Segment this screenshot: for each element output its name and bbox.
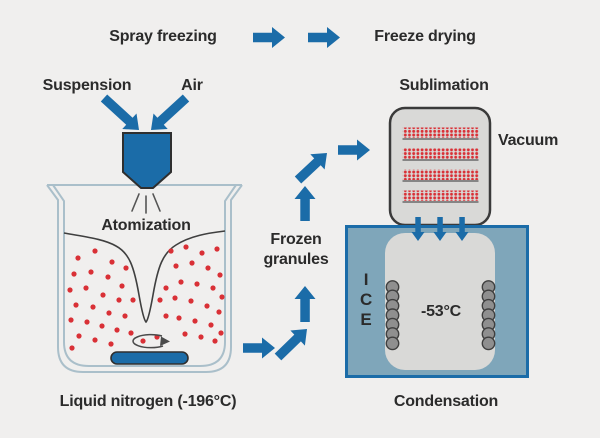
condenser-box <box>345 225 529 378</box>
beaker-outer-wall <box>46 184 243 373</box>
vacuum-label: Vacuum <box>498 132 559 149</box>
granules-up-arrow-1 <box>294 286 316 322</box>
atomization-label: Atomization <box>101 217 191 234</box>
condenser-arrow-1 <box>411 217 425 241</box>
granules-diag-arrow-1 <box>274 329 307 361</box>
beaker-inner-wall <box>52 184 237 367</box>
condenser-coil-right <box>481 280 496 351</box>
spray-lines <box>131 193 161 214</box>
stir-rotation-arrow <box>132 333 164 349</box>
condenser-temp-label: -53°C <box>420 303 462 320</box>
frozen-granules-line2: granules <box>263 251 329 268</box>
flow-step-freeze-drying: Freeze drying <box>374 28 476 45</box>
air-inlet-arrow <box>151 94 190 130</box>
frozen-granules-line1: Frozen <box>270 231 322 248</box>
stir-rotation-arrowhead <box>160 336 170 346</box>
ice-letter-i: I <box>363 270 369 289</box>
nozzle-icon <box>122 132 172 189</box>
beaker-out-arrow <box>243 337 275 359</box>
condenser-coil-left <box>385 280 400 351</box>
suspension-inlet-arrow <box>100 94 139 130</box>
flow-arrow-top-1 <box>253 27 285 48</box>
shelf-stack <box>402 127 479 203</box>
condenser-inner <box>385 233 495 370</box>
frozen-granules-label: Frozen granules <box>263 230 328 270</box>
condenser-arrow-2 <box>433 217 447 241</box>
ice-letter-e: E <box>360 310 372 329</box>
granules-diag-arrow-2 <box>294 153 327 184</box>
sublimation-chamber-body <box>388 106 492 227</box>
condenser-arrow-3 <box>455 217 469 241</box>
sublimation-label: Sublimation <box>399 77 489 94</box>
liquid-vortex-line <box>63 230 226 324</box>
liquid-nitrogen-label: Liquid nitrogen (-196°C) <box>59 393 237 410</box>
stir-bar <box>110 351 189 365</box>
spray-nozzle <box>122 132 172 214</box>
air-label: Air <box>181 77 203 94</box>
sublimation-chamber <box>388 106 492 227</box>
ice-label: I C E <box>360 270 372 330</box>
flow-arrow-top-2 <box>308 27 340 48</box>
suspension-label: Suspension <box>42 77 132 94</box>
ice-letter-c: C <box>359 290 373 309</box>
beaker <box>46 184 243 373</box>
flow-arrows <box>100 27 469 361</box>
frozen-droplets <box>67 244 225 351</box>
chamber-in-arrow <box>338 139 370 161</box>
flow-step-spray-freezing: Spray freezing <box>109 28 217 45</box>
condensation-label: Condensation <box>393 393 499 410</box>
granules-up-arrow-2 <box>294 186 316 221</box>
